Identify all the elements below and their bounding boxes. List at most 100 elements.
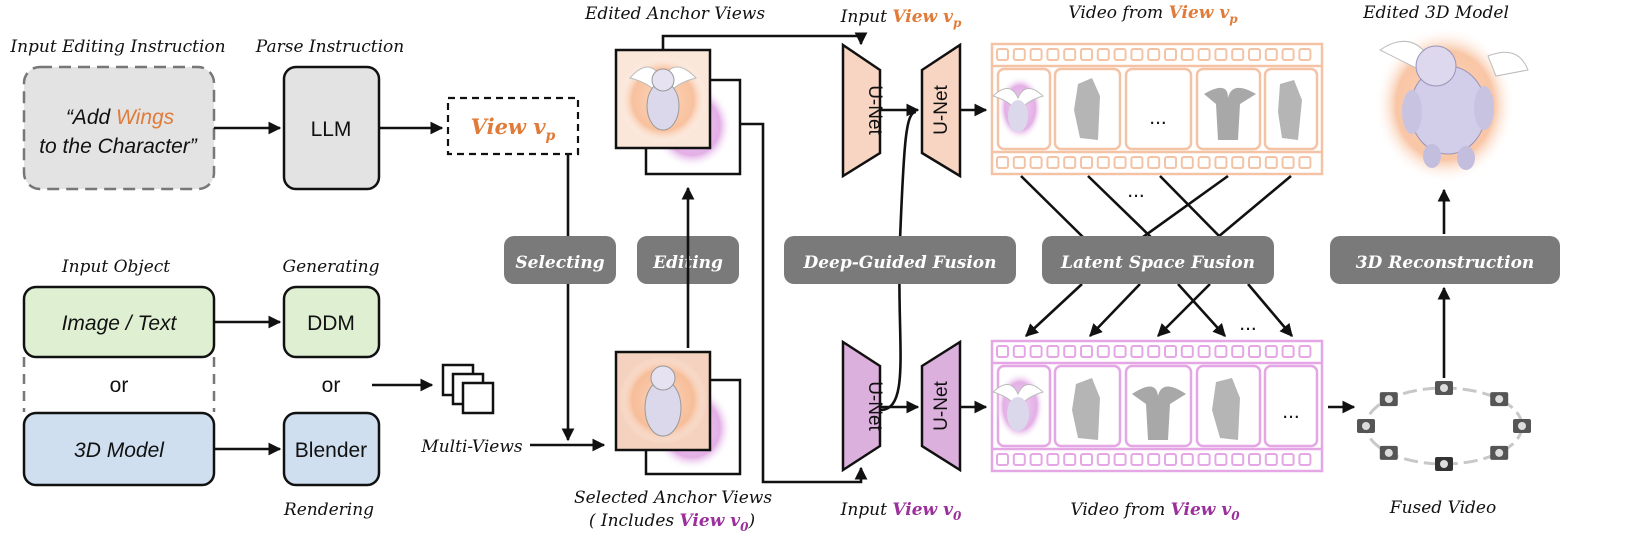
- silhouette-icon: [1204, 87, 1256, 140]
- film-hole: [1180, 453, 1194, 466]
- instruction-box: [22, 65, 216, 191]
- silhouette-icon: [1212, 378, 1240, 440]
- film-hole: [1298, 453, 1312, 466]
- film-hole: [1264, 48, 1278, 61]
- film-hole: [1012, 345, 1026, 358]
- film-hole: [1063, 48, 1077, 61]
- film-top-content: ...: [992, 76, 1302, 140]
- silhouette-icon: [1072, 378, 1100, 440]
- image-text-label: Image / Text: [62, 312, 178, 335]
- film-hole: [1029, 156, 1043, 169]
- film-hole: [1248, 453, 1261, 466]
- film-hole: [1164, 156, 1177, 169]
- film-hole: [996, 156, 1009, 169]
- unet-decoder-bottom-label: U-Net: [931, 380, 952, 430]
- input-object-label: Input Object: [61, 257, 170, 277]
- film-hole: [1029, 453, 1043, 466]
- film-hole: [1063, 345, 1077, 358]
- arrow-edited-to-unet-bottom: [740, 122, 868, 484]
- unet-encoder-bottom-label: U-Net: [864, 381, 885, 431]
- view-vp-text: View vp: [471, 114, 556, 144]
- llm-label: LLM: [311, 118, 352, 141]
- film-hole: [1248, 156, 1261, 169]
- film-hole: [1080, 345, 1093, 358]
- latent-dots-top: ...: [1127, 179, 1145, 202]
- unet-decoder-bottom: [920, 339, 962, 473]
- unet-decoder-top: [920, 42, 962, 179]
- camera-icon: [1435, 381, 1453, 395]
- film-hole: [1080, 156, 1093, 169]
- input-view-v0-label: Input View v0: [840, 500, 962, 523]
- camera-icon: [1490, 445, 1509, 460]
- view-vp-box: [446, 96, 580, 156]
- film-hole: [1164, 453, 1177, 466]
- unet-encoder-top: [841, 42, 882, 179]
- film-hole: [1281, 453, 1295, 466]
- film-hole: [1096, 156, 1110, 169]
- film-hole: [1080, 453, 1093, 466]
- film-hole: [1281, 156, 1295, 169]
- film-hole: [1046, 156, 1060, 169]
- film-hole: [1113, 453, 1127, 466]
- film-hole: [996, 345, 1009, 358]
- latent-fusion-links: [1020, 174, 1293, 337]
- film-hole: [1096, 48, 1110, 61]
- film-hole: [1214, 345, 1228, 358]
- film-hole: [1197, 453, 1211, 466]
- input-view-vp-label: Input View vp: [840, 7, 962, 30]
- rendering-label: Rendering: [283, 500, 374, 520]
- film-hole: [996, 48, 1009, 61]
- instruction-text-line2: to the Character”: [39, 135, 198, 158]
- camera-icon: [1379, 392, 1398, 407]
- unet-decoder-top-label: U-Net: [931, 84, 952, 134]
- film-hole: [1298, 156, 1312, 169]
- selecting-pill: [504, 236, 616, 284]
- camera-icon: [1379, 445, 1398, 460]
- film-hole: [1147, 48, 1161, 61]
- film-strip-bottom: [990, 339, 1324, 473]
- film-hole: [1096, 345, 1110, 358]
- film-hole: [1298, 48, 1312, 61]
- instruction-prefix: “Add: [66, 106, 116, 129]
- film-hole: [1180, 48, 1194, 61]
- film-hole: [1113, 156, 1127, 169]
- film-hole: [1281, 48, 1295, 61]
- latent-space-fusion-label: Latent Space Fusion: [1060, 253, 1255, 273]
- film-hole: [1147, 156, 1161, 169]
- film-hole: [1298, 345, 1312, 358]
- film-hole: [1180, 345, 1194, 358]
- multi-views-icon: [441, 363, 495, 415]
- blender-box: [282, 411, 381, 487]
- film-strip-top: [990, 42, 1324, 176]
- multi-views-label: Multi-Views: [420, 437, 523, 457]
- blender-label: Blender: [295, 439, 367, 462]
- wings-character-icon: [992, 88, 1044, 107]
- model-3d-label: 3D Model: [74, 439, 165, 462]
- film-hole: [1063, 156, 1077, 169]
- film-hole: [1046, 48, 1060, 61]
- film-hole: [1214, 48, 1228, 61]
- film-hole: [1264, 453, 1278, 466]
- film-hole: [1248, 48, 1261, 61]
- film-hole: [1147, 345, 1161, 358]
- film-hole: [1214, 453, 1228, 466]
- film-hole: [1046, 453, 1060, 466]
- edited-anchor-views-label: Edited Anchor Views: [584, 4, 765, 24]
- silhouette-icon: [1278, 80, 1302, 140]
- or-left-label: or: [110, 374, 129, 397]
- film-hole: [1029, 48, 1043, 61]
- film-hole: [1147, 453, 1161, 466]
- camera-icon: [1357, 419, 1375, 433]
- instruction-highlight: Wings: [116, 106, 175, 129]
- film-hole: [1197, 48, 1211, 61]
- film-holes-top: [996, 48, 1312, 169]
- film-hole: [1012, 156, 1026, 169]
- includes-view-v0-label: ( Includes View v0): [589, 511, 755, 534]
- video-from-vp-label: Video from View vp: [1068, 3, 1238, 26]
- film-hole: [1113, 48, 1127, 61]
- film-hole: [1164, 345, 1177, 358]
- film-hole: [1264, 156, 1278, 169]
- film-top-dots: ...: [1149, 106, 1167, 129]
